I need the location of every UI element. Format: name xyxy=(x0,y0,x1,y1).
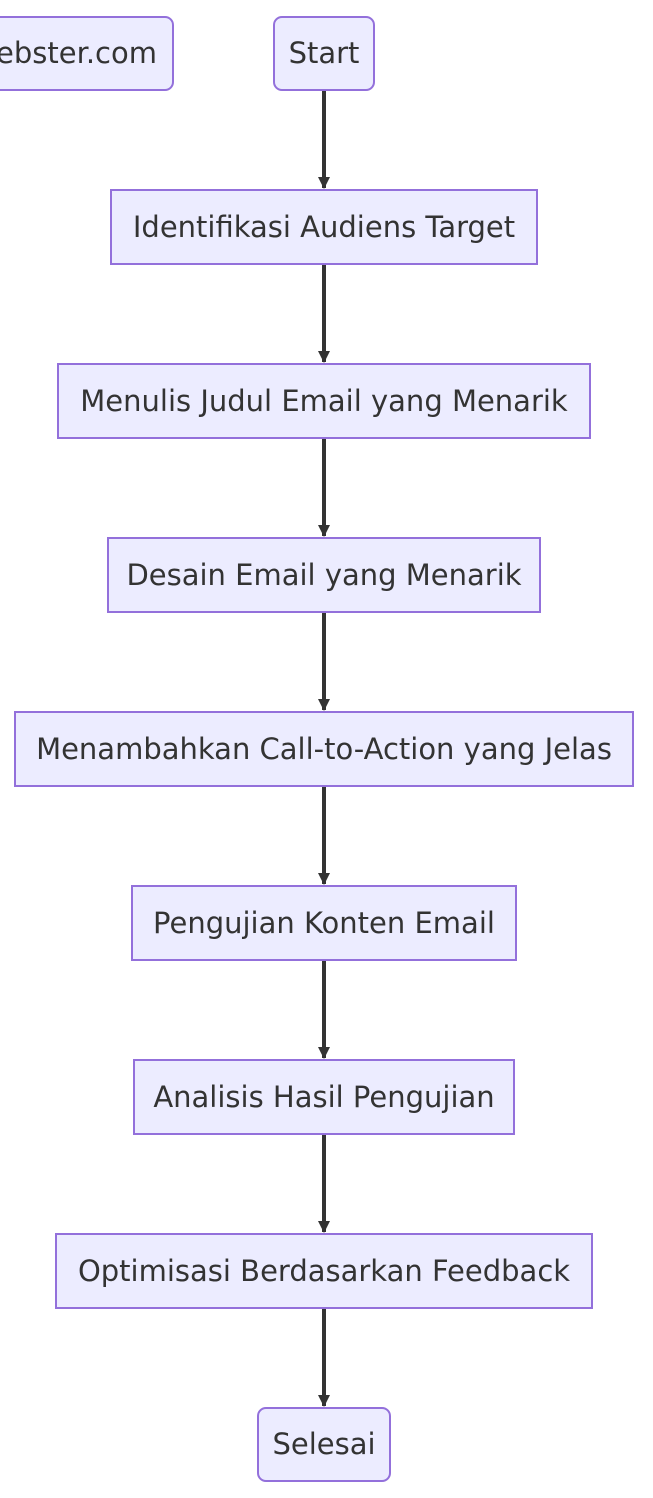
node-write-subject: Menulis Judul Email yang Menarik xyxy=(57,363,591,439)
node-ebster-com: ebster.com xyxy=(0,16,174,91)
node-end: Selesai xyxy=(257,1407,391,1482)
node-identify-audience: Identifikasi Audiens Target xyxy=(110,189,538,265)
node-optimize: Optimisasi Berdasarkan Feedback xyxy=(55,1233,593,1309)
node-test-content: Pengujian Konten Email xyxy=(131,885,517,961)
node-add-cta: Menambahkan Call-to-Action yang Jelas xyxy=(14,711,634,787)
node-start: Start xyxy=(273,16,375,91)
node-analyze-results: Analisis Hasil Pengujian xyxy=(133,1059,515,1135)
node-design-email: Desain Email yang Menarik xyxy=(107,537,541,613)
